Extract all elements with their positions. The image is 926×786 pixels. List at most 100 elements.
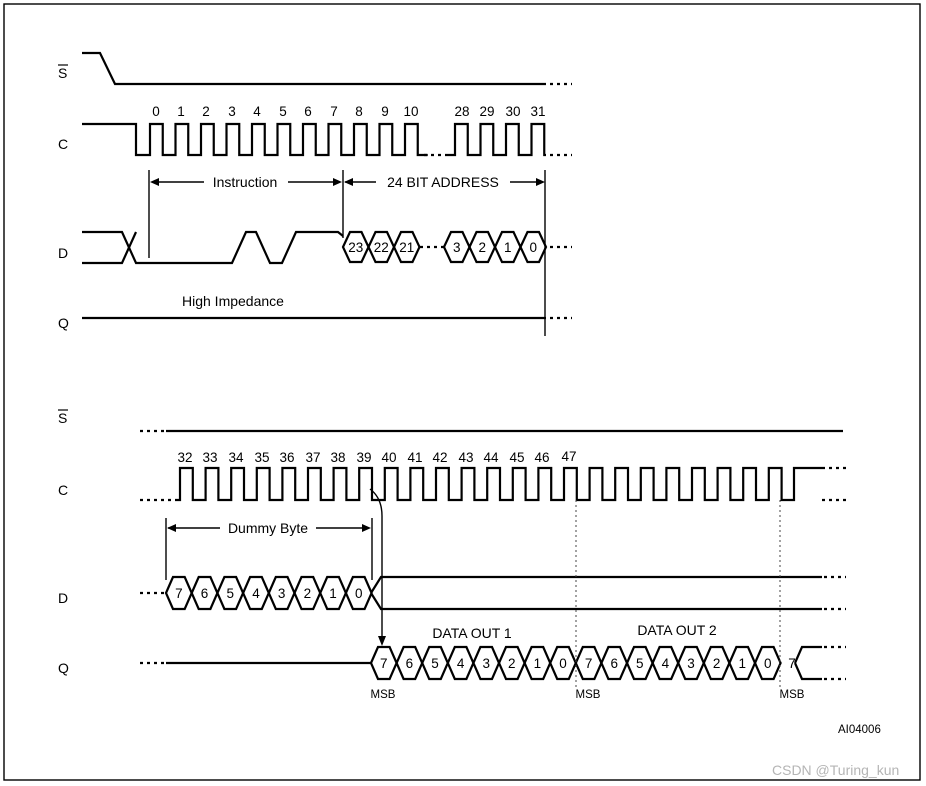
bit-label: 4 <box>457 656 465 671</box>
instruction-label: Instruction <box>213 174 278 190</box>
clock-num: 34 <box>228 450 244 465</box>
clock-num: 42 <box>432 450 447 465</box>
clock-num: 40 <box>381 450 396 465</box>
clock-num: 7 <box>330 104 338 119</box>
bit-label: 2 <box>304 586 312 601</box>
bit-label: 1 <box>738 656 746 671</box>
top-clock-numbers-b: 28 29 30 31 <box>454 104 545 119</box>
clock-num: 6 <box>304 104 312 119</box>
bit-label: 22 <box>374 240 389 255</box>
bit-label: 1 <box>504 240 512 255</box>
high-impedance-label: High Impedance <box>182 293 284 309</box>
dummy-byte-label: Dummy Byte <box>228 520 308 536</box>
bit-label: 6 <box>610 656 618 671</box>
top-s-label: S <box>58 65 67 81</box>
bit-label: 0 <box>355 586 363 601</box>
clock-num: 33 <box>202 450 217 465</box>
clock-num: 29 <box>479 104 494 119</box>
top-c-wave <box>82 122 428 157</box>
clock-num: 35 <box>254 450 269 465</box>
bit-label: 0 <box>764 656 772 671</box>
clock-num: 43 <box>458 450 473 465</box>
bit-label: 5 <box>636 656 644 671</box>
bit-label: 7 <box>585 656 593 671</box>
bottom-q-tail-upper <box>793 645 822 664</box>
bit-label: 3 <box>482 656 490 671</box>
bit-label: 7 <box>380 656 388 671</box>
top-d-wave-upper <box>82 230 344 265</box>
clock-num: 3 <box>228 104 236 119</box>
bit-label: 5 <box>226 586 234 601</box>
bit-label: 1 <box>534 656 542 671</box>
address-span: 24 BIT ADDRESS <box>344 174 545 190</box>
clock-num: 28 <box>454 104 469 119</box>
bottom-q-label: Q <box>58 660 69 676</box>
bit-label: 4 <box>252 586 260 601</box>
clock-num: 37 <box>305 450 320 465</box>
bit-label: 7 <box>788 656 796 671</box>
figure-id: AI04006 <box>838 724 881 736</box>
dummy-byte-span: Dummy Byte <box>165 518 373 580</box>
bottom-d-label: D <box>58 590 68 606</box>
arrowhead-right <box>362 524 371 532</box>
arrowhead-left <box>150 178 159 186</box>
clock-num: 8 <box>355 104 363 119</box>
clock-num: 1 <box>177 104 185 119</box>
bit-label: 0 <box>559 656 567 671</box>
clock-num: 2 <box>202 104 210 119</box>
arrowhead-right <box>536 178 545 186</box>
clock-num: 10 <box>403 104 418 119</box>
bit-label: 6 <box>201 586 209 601</box>
bit-label: 21 <box>399 240 414 255</box>
clock-num: 0 <box>152 104 160 119</box>
bit-label: 5 <box>431 656 439 671</box>
data-out-2-label: DATA OUT 2 <box>637 622 717 638</box>
msb-label-2: MSB <box>576 689 601 701</box>
clock-num: 46 <box>534 450 549 465</box>
top-q-label: Q <box>58 315 69 331</box>
msb-label-1: MSB <box>371 689 396 701</box>
bit-label: 0 <box>529 240 537 255</box>
bit-cell <box>392 230 421 264</box>
top-c-wave-b <box>446 122 546 157</box>
bit-label: 3 <box>687 656 695 671</box>
top-d-wave-lower <box>82 231 138 265</box>
bit-label: 6 <box>406 656 414 671</box>
bottom-s-label: S <box>58 410 67 426</box>
bit-label: 1 <box>329 586 337 601</box>
clock-num: 31 <box>530 104 545 119</box>
clock-num: 4 <box>253 104 261 119</box>
clock-num: 47 <box>561 449 576 464</box>
bit-cell <box>519 230 548 264</box>
output-trigger-arrowhead <box>378 636 386 646</box>
clock-num: 38 <box>330 450 345 465</box>
bit-label: 7 <box>175 586 183 601</box>
bit-label: 23 <box>348 240 363 255</box>
bottom-d-release-upper <box>370 575 822 594</box>
bottom-c-wave <box>176 466 822 502</box>
msb-label-3: MSB <box>780 689 805 701</box>
data-out-1-label: DATA OUT 1 <box>432 625 512 641</box>
watermark: CSDN @Turing_kun <box>772 762 899 778</box>
bit-label: 3 <box>453 240 461 255</box>
clock-num: 36 <box>279 450 294 465</box>
arrowhead-right <box>333 178 342 186</box>
instruction-span: Instruction <box>148 170 342 258</box>
top-signal-labels: S C D Q <box>58 64 69 331</box>
bit-label: 2 <box>508 656 516 671</box>
arrowhead-left <box>344 178 353 186</box>
clock-num: 30 <box>505 104 520 119</box>
bottom-c-label: C <box>58 482 68 498</box>
output-trigger-arrow <box>369 488 383 640</box>
bottom-signal-labels: S C D Q <box>58 409 69 676</box>
clock-num: 32 <box>177 450 192 465</box>
address-label: 24 BIT ADDRESS <box>387 174 499 190</box>
bit-cell <box>753 645 782 681</box>
clock-num: 44 <box>483 450 499 465</box>
bottom-clock-numbers: 32 33 34 35 36 37 38 39 40 41 42 43 44 4… <box>177 449 576 465</box>
arrowhead-left <box>167 524 176 532</box>
diagram-border <box>3 3 921 781</box>
